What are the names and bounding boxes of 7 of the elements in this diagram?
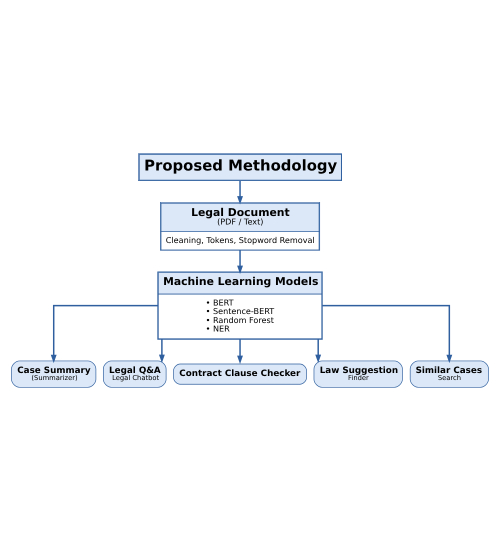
arrow <box>315 338 322 362</box>
arrow <box>158 338 165 362</box>
arrow <box>50 304 158 363</box>
arrow <box>322 304 452 363</box>
arrow <box>237 180 243 204</box>
arrow <box>237 338 243 364</box>
arrow <box>237 250 243 274</box>
